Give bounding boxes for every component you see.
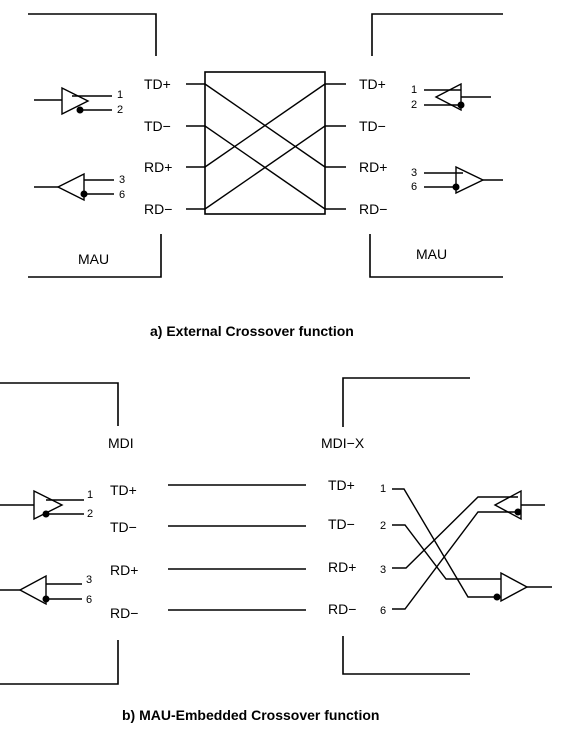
- straight-wires: [168, 484, 306, 611]
- mdix-receiver-icon: [493, 489, 545, 521]
- mdi-pin-3: 3: [86, 574, 92, 586]
- mdi-receiver-icon: [0, 574, 82, 606]
- right-signal-rd-minus: RD−: [359, 201, 387, 217]
- mdix-label: MDI−X: [321, 435, 365, 451]
- left-receiver-icon: [34, 172, 114, 202]
- right-pin-6: 6: [411, 181, 417, 193]
- right-signal-td-plus: TD+: [359, 76, 386, 92]
- mdix-enclosure-bottom: [342, 636, 470, 675]
- right-mau-label: MAU: [416, 246, 447, 262]
- right-mau-enclosure-top: [371, 13, 503, 56]
- right-pin-1: 1: [411, 84, 417, 96]
- left-signal-td-minus: TD−: [144, 118, 171, 134]
- mdix-signal-rd-plus: RD+: [328, 559, 356, 575]
- diagram-b: MDI MDI−X 1 2 3 6 TD+ TD− RD+ RD−: [0, 377, 552, 723]
- mdix-transmitter-icon: [493, 571, 552, 603]
- left-pin-3: 3: [119, 174, 125, 186]
- right-signal-rd-plus: RD+: [359, 159, 387, 175]
- left-pin-6: 6: [119, 189, 125, 201]
- caption-b: b) MAU-Embedded Crossover function: [122, 707, 379, 723]
- right-pin-3: 3: [411, 167, 417, 179]
- mdi-signal-td-minus: TD−: [110, 519, 137, 535]
- mdix-signal-rd-minus: RD−: [328, 601, 356, 617]
- crossover-box: [204, 71, 326, 215]
- left-mau-enclosure-top: [28, 13, 157, 56]
- left-transmitter-icon: [34, 86, 112, 116]
- right-receiver-icon: [424, 82, 491, 112]
- mdix-enclosure-top: [342, 377, 470, 427]
- mdi-signal-rd-plus: RD+: [110, 562, 138, 578]
- mdi-label: MDI: [108, 435, 134, 451]
- mdix-pin-6: 6: [380, 605, 386, 617]
- right-pin-2: 2: [411, 99, 417, 111]
- mdi-pin-2: 2: [87, 508, 93, 520]
- mdix-pin-1: 1: [380, 483, 386, 495]
- mdix-pin-3: 3: [380, 564, 386, 576]
- left-signal-td-plus: TD+: [144, 76, 171, 92]
- mdi-enclosure-bottom: [0, 640, 119, 685]
- right-signal-td-minus: TD−: [359, 118, 386, 134]
- mdix-signal-td-minus: TD−: [328, 516, 355, 532]
- right-transmitter-icon: [424, 165, 503, 195]
- mdix-pin-2: 2: [380, 520, 386, 532]
- left-mau-label: MAU: [78, 251, 109, 267]
- left-pin-2: 2: [117, 104, 123, 116]
- mdi-signal-td-plus: TD+: [110, 482, 137, 498]
- left-signal-rd-minus: RD−: [144, 201, 172, 217]
- embedded-crossover-wires: [392, 488, 518, 610]
- mdi-pin-1: 1: [87, 489, 93, 501]
- right-mau-enclosure-bottom: [369, 234, 503, 278]
- mdix-signal-td-plus: TD+: [328, 477, 355, 493]
- mdi-signal-rd-minus: RD−: [110, 605, 138, 621]
- caption-a: a) External Crossover function: [150, 323, 354, 339]
- mdi-enclosure-top: [0, 382, 119, 426]
- mdi-pin-6: 6: [86, 594, 92, 606]
- diagram-a: MAU MAU 1 2 3 6 TD+ TD− RD+ RD−: [28, 13, 503, 339]
- left-mau-enclosure-bottom: [28, 234, 162, 278]
- mdi-transmitter-icon: [0, 489, 84, 521]
- left-pin-1: 1: [117, 89, 123, 101]
- left-signal-rd-plus: RD+: [144, 159, 172, 175]
